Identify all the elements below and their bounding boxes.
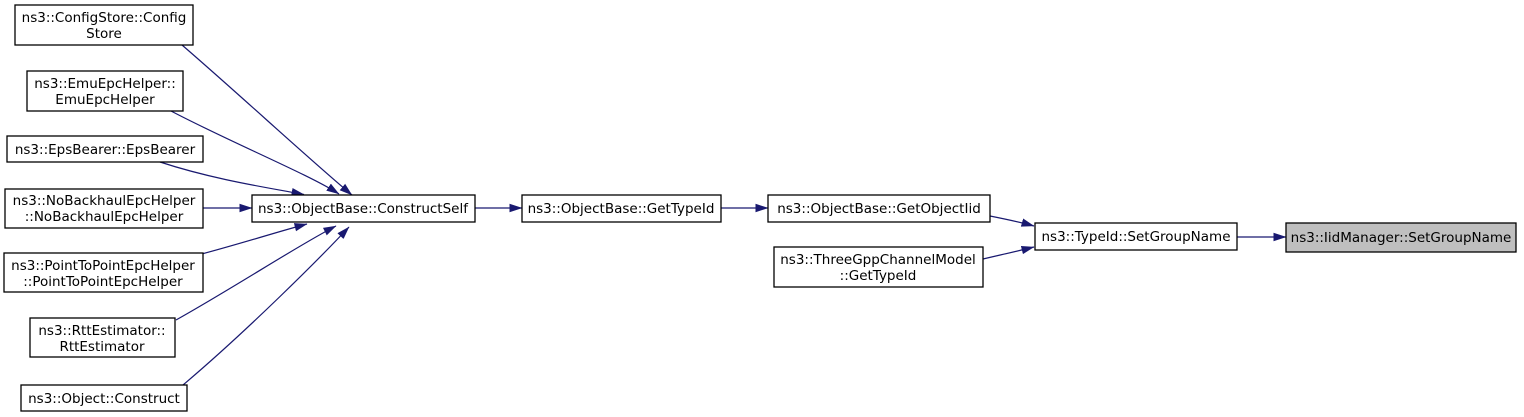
edge-threegppgettypeid-to-typeidsetgroupname xyxy=(982,245,1035,260)
node-label[interactable]: ::NoBackhaulEpcHelper xyxy=(25,209,184,225)
edge-getobjectiid-to-typeidsetgroupname xyxy=(989,215,1035,227)
node-pointtopointepchelper-pointtopointepchelper[interactable]: ns3::PointToPointEpcHelper ::PointToPoin… xyxy=(3,252,204,293)
nodes-layer: ns3::ConfigStore::Config Store ns3::EmuE… xyxy=(3,4,1517,412)
edge-epsbearer-to-constructself xyxy=(159,161,305,197)
node-box[interactable] xyxy=(3,252,204,293)
node-box[interactable] xyxy=(20,384,188,412)
node-box-highlighted xyxy=(1285,222,1517,253)
node-box[interactable] xyxy=(29,317,176,358)
node-label[interactable]: ns3::PointToPointEpcHelper xyxy=(11,258,195,274)
node-label[interactable]: ns3::RttEstimator:: xyxy=(38,323,165,339)
node-label[interactable]: RttEstimator xyxy=(59,339,145,355)
node-objectbase-getobjectiid[interactable]: ns3::ObjectBase::GetObjectIid xyxy=(767,194,991,223)
node-nobackhaulepchelper-nobackhaulepchelper[interactable]: ns3::NoBackhaulEpcHelper ::NoBackhaulEpc… xyxy=(4,188,204,229)
node-box[interactable] xyxy=(767,194,991,223)
edge-pointtopointepchelper-to-constructself xyxy=(197,223,308,256)
node-box[interactable] xyxy=(26,70,184,112)
node-typeid-setgroupname[interactable]: ns3::TypeId::SetGroupName xyxy=(1034,222,1238,251)
node-emuepchelper-emuepchelper[interactable]: ns3::EmuEpcHelper:: EmuEpcHelper xyxy=(26,70,184,112)
node-objectbase-constructself[interactable]: ns3::ObjectBase::ConstructSelf xyxy=(251,194,476,223)
node-objectbase-gettypeid[interactable]: ns3::ObjectBase::GetTypeId xyxy=(521,194,722,223)
edge-emuepchelper-to-constructself xyxy=(170,110,340,195)
node-box[interactable] xyxy=(1034,222,1238,251)
edge-configstore-to-constructself xyxy=(181,44,353,196)
node-threegppchannelmodel-gettypeid[interactable]: ns3::ThreeGppChannelModel ::GetTypeId xyxy=(773,246,984,288)
node-rttestimator-rttestimator[interactable]: ns3::RttEstimator:: RttEstimator xyxy=(29,317,176,358)
node-label[interactable]: EmuEpcHelper xyxy=(55,92,155,108)
node-box[interactable] xyxy=(251,194,476,223)
node-label[interactable]: ns3::NoBackhaulEpcHelper xyxy=(13,193,196,209)
node-box[interactable] xyxy=(521,194,722,223)
node-box[interactable] xyxy=(14,4,194,46)
node-label[interactable]: ::PointToPointEpcHelper xyxy=(23,274,183,290)
edges-layer xyxy=(159,44,1287,386)
node-iidmanager-setgroupname: ns3::IidManager::SetGroupName xyxy=(1285,222,1517,253)
node-object-construct[interactable]: ns3::Object::Construct xyxy=(20,384,188,412)
node-label[interactable]: ns3::ObjectBase::GetTypeId xyxy=(528,201,715,217)
node-label[interactable]: ns3::ConfigStore::Config xyxy=(22,10,187,26)
node-label[interactable]: Store xyxy=(86,26,122,42)
node-configstore-configstore[interactable]: ns3::ConfigStore::Config Store xyxy=(14,4,194,46)
edge-rttestimator-to-constructself xyxy=(175,225,337,321)
node-epsbearer-epsbearer[interactable]: ns3::EpsBearer::EpsBearer xyxy=(6,135,204,163)
edge-objectconstruct-to-constructself xyxy=(182,226,350,386)
node-label: ns3::IidManager::SetGroupName xyxy=(1291,230,1512,246)
node-box[interactable] xyxy=(4,188,204,229)
node-box[interactable] xyxy=(773,246,984,288)
node-label[interactable]: ns3::TypeId::SetGroupName xyxy=(1041,229,1230,245)
node-label[interactable]: ns3::EpsBearer::EpsBearer xyxy=(15,142,196,158)
node-box[interactable] xyxy=(6,135,204,163)
node-label[interactable]: ns3::EmuEpcHelper:: xyxy=(34,76,176,92)
node-label[interactable]: ns3::ObjectBase::GetObjectIid xyxy=(777,201,981,217)
node-label[interactable]: ns3::ThreeGppChannelModel xyxy=(780,252,976,268)
node-label[interactable]: ns3::Object::Construct xyxy=(28,391,180,407)
node-label[interactable]: ::GetTypeId xyxy=(840,268,917,284)
node-label[interactable]: ns3::ObjectBase::ConstructSelf xyxy=(258,201,469,217)
